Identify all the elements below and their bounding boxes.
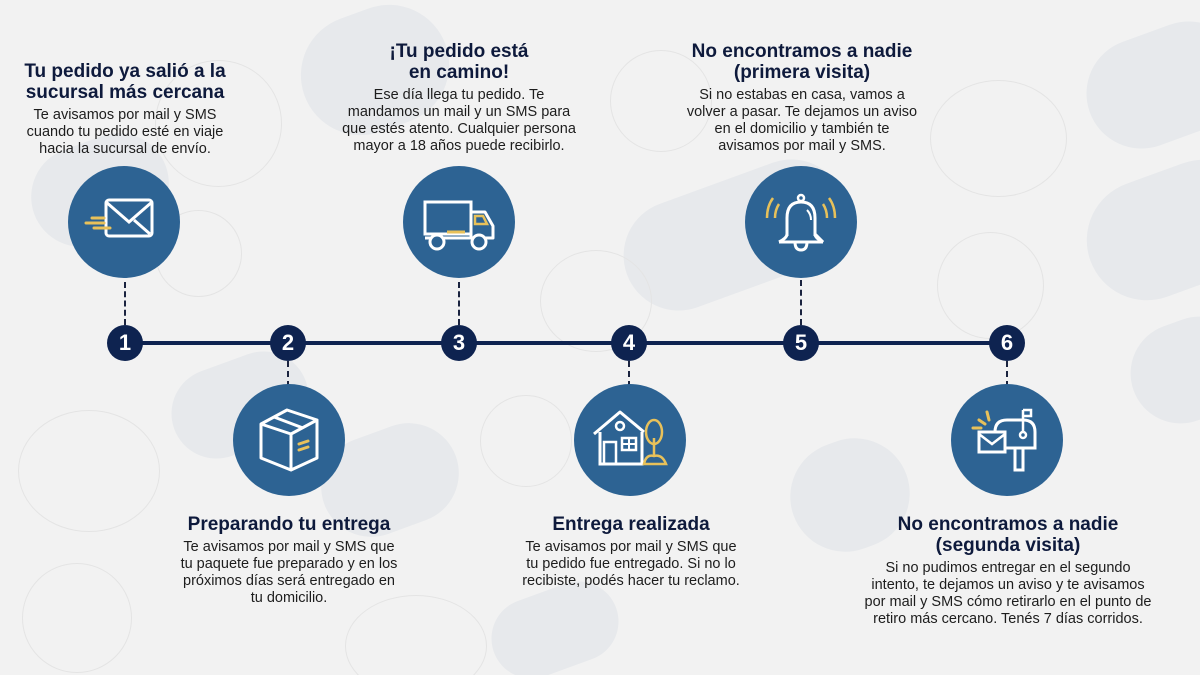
- step-6-title: No encontramos a nadie (segunda visita): [897, 514, 1119, 556]
- step-2-icon-circle: [233, 384, 345, 496]
- step-4-description: Te avisamos por mail y SMS que tu pedido…: [522, 539, 740, 589]
- step-1-icon-circle: [68, 166, 180, 278]
- step-marker-5: 5: [783, 325, 819, 361]
- step-4-title: Entrega realizada: [552, 514, 710, 535]
- connector-dash: [124, 282, 126, 325]
- step-1-text: Tu pedido ya salió a la sucursal más cer…: [0, 61, 255, 158]
- timeline-line: [125, 341, 1007, 345]
- ringing-bell-icon: [765, 193, 837, 252]
- step-5-icon-circle: [745, 166, 857, 278]
- bg-ring: [937, 232, 1044, 339]
- bg-ring: [930, 80, 1067, 197]
- step-5-description: Si no estabas en casa, vamos a volver a …: [686, 87, 918, 154]
- step-3-text: ¡Tu pedido está en camino! Ese día llega…: [314, 41, 604, 155]
- step-2-text: Preparando tu entrega Te avisamos por ma…: [149, 514, 429, 607]
- delivery-truck-icon: [423, 200, 495, 251]
- bg-ring: [155, 60, 282, 187]
- step-3-icon-circle: [403, 166, 515, 278]
- bg-ring: [610, 50, 712, 152]
- step-1-title: Tu pedido ya salió a la sucursal más cer…: [24, 61, 226, 103]
- step-marker-3: 3: [441, 325, 477, 361]
- connector-dash: [1006, 361, 1008, 397]
- bg-blob: [1071, 5, 1200, 165]
- connector-dash: [458, 282, 460, 325]
- mailbox-icon: [971, 408, 1037, 472]
- bg-ring: [22, 563, 132, 673]
- connector-dash: [287, 361, 289, 397]
- bg-blob: [1116, 302, 1200, 438]
- envelope-icon: [84, 198, 154, 238]
- step-6-text: No encontramos a nadie (segunda visita) …: [838, 514, 1178, 628]
- connector-dash: [800, 280, 802, 325]
- step-marker-4: 4: [611, 325, 647, 361]
- bg-ring: [18, 410, 160, 532]
- bg-blob: [1069, 142, 1200, 318]
- connector-dash: [628, 361, 630, 397]
- step-marker-2: 2: [270, 325, 306, 361]
- package-box-icon: [259, 408, 319, 472]
- bg-ring: [540, 250, 652, 352]
- bg-ring: [480, 395, 572, 487]
- step-marker-6: 6: [989, 325, 1025, 361]
- step-3-title: ¡Tu pedido está en camino!: [389, 41, 529, 83]
- step-6-icon-circle: [951, 384, 1063, 496]
- step-3-description: Ese día llega tu pedido. Te mandamos un …: [342, 87, 576, 154]
- step-2-title: Preparando tu entrega: [187, 514, 391, 535]
- bg-ring: [345, 595, 487, 675]
- house-icon: [593, 410, 668, 466]
- step-2-description: Te avisamos por mail y SMS que tu paquet…: [180, 539, 398, 606]
- step-marker-1: 1: [107, 325, 143, 361]
- step-4-text: Entrega realizada Te avisamos por mail y…: [491, 514, 771, 590]
- step-1-description: Te avisamos por mail y SMS cuando tu ped…: [26, 107, 224, 157]
- step-5-text: No encontramos a nadie (primera visita) …: [652, 41, 952, 155]
- step-5-title: No encontramos a nadie (primera visita): [691, 41, 913, 83]
- step-6-description: Si no pudimos entregar en el segundo int…: [864, 560, 1152, 627]
- step-4-icon-circle: [574, 384, 686, 496]
